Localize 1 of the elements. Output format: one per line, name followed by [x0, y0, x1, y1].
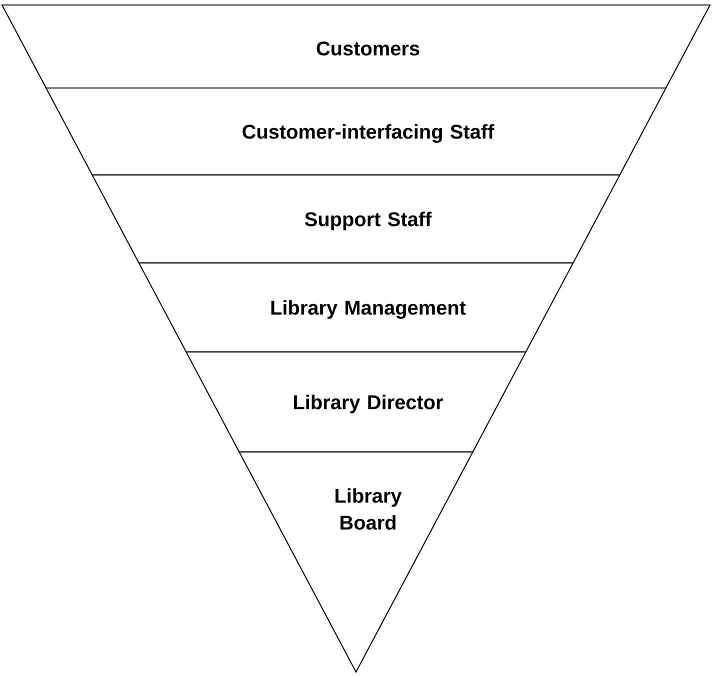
pyramid-level: Customers — [1, 4, 711, 89]
